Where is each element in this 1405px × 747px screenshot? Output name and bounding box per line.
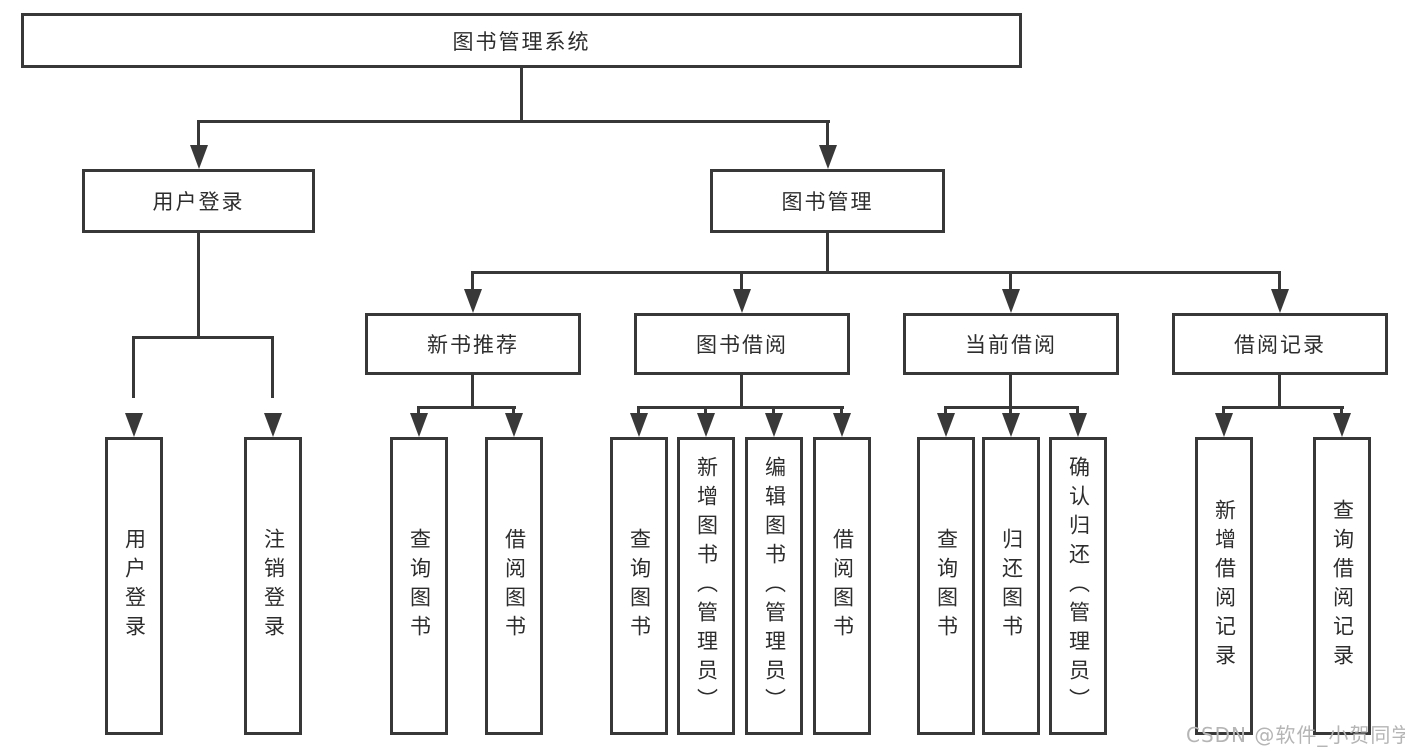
leaf-user-login: 用户登录 [105,437,163,735]
leaf-query-borrow-record: 查询借阅记录 [1313,437,1371,735]
connector-drop [1009,271,1012,295]
arrow-to-leaf [1002,413,1020,437]
leaf-label: 查询图书 [934,528,959,644]
connector-user-login-splitter [132,336,274,339]
connector-root-splitter [197,120,830,123]
connector-borrow-records-splitter [1222,406,1344,409]
connector-root-stem [520,66,523,122]
node-book-management: 图书管理 [710,169,945,233]
node-root-system: 图书管理系统 [21,13,1022,68]
leaf-label: 查询图书 [627,528,652,644]
leaf-confirm-return-admin: 确认归还（管理员） [1049,437,1107,735]
connector-book-borrow-splitter [637,406,844,409]
leaf-label: 注销登录 [261,528,286,644]
leaf-label: 借阅图书 [830,528,855,644]
connector-drop [471,271,474,295]
arrow-to-user-login [190,145,208,169]
arrow-to-leaf [833,413,851,437]
leaf-borrow-books-2: 借阅图书 [813,437,871,735]
node-label: 图书管理 [781,190,874,214]
leaf-edit-books-admin: 编辑图书（管理员） [745,437,803,735]
arrow-to-book-borrow [733,289,751,313]
csdn-watermark: CSDN @软件_小贺同学 [1186,723,1405,747]
connector-book-mgmt-stem [826,231,829,273]
arrow-to-book-mgmt [819,145,837,169]
leaf-label: 新增图书（管理员） [694,455,719,717]
node-current-borrow: 当前借阅 [903,313,1119,375]
node-label: 图书管理系统 [452,29,591,54]
arrow-to-new-book [464,289,482,313]
arrow-to-leaf [410,413,428,437]
node-label: 用户登录 [152,190,245,214]
connector-current-borrow-stem [1009,373,1012,409]
connector-drop [740,271,743,295]
leaf-add-borrow-record: 新增借阅记录 [1195,437,1253,735]
node-label: 借阅记录 [1234,333,1326,357]
connector-new-book-stem [471,373,474,409]
node-book-borrow: 图书借阅 [634,313,850,375]
leaf-label: 借阅图书 [502,528,527,644]
arrow-to-leaf [937,413,955,437]
connector-drop [271,336,274,398]
connector-new-book-splitter [417,406,516,409]
leaf-query-books-2: 查询图书 [610,437,668,735]
arrow-to-leaf [1215,413,1233,437]
leaf-label: 查询图书 [407,528,432,644]
arrow-to-leaf [1333,413,1351,437]
arrow-to-leaf [1069,413,1087,437]
leaf-label: 查询借阅记录 [1330,499,1355,673]
leaf-borrow-books-1: 借阅图书 [485,437,543,735]
connector-user-login-stem [197,231,200,338]
leaf-label: 确认归还（管理员） [1066,455,1091,717]
leaf-query-books-1: 查询图书 [390,437,448,735]
leaf-label: 用户登录 [122,528,147,644]
connector-borrow-records-stem [1278,373,1281,409]
node-borrow-records: 借阅记录 [1172,313,1388,375]
connector-book-mgmt-splitter [471,271,1281,274]
connector-drop [132,336,135,398]
arrow-to-borrow-records [1271,289,1289,313]
node-label: 图书借阅 [696,333,788,357]
arrow-to-leaf [697,413,715,437]
node-new-book-recommend: 新书推荐 [365,313,581,375]
arrow-to-current-borrow [1002,289,1020,313]
leaf-add-books-admin: 新增图书（管理员） [677,437,735,735]
leaf-label: 编辑图书（管理员） [762,455,787,717]
arrow-to-leaf [630,413,648,437]
leaf-label: 新增借阅记录 [1212,499,1237,673]
leaf-return-books: 归还图书 [982,437,1040,735]
node-label: 当前借阅 [965,333,1057,357]
leaf-label: 归还图书 [999,528,1024,644]
leaf-query-books-3: 查询图书 [917,437,975,735]
arrow-to-leaf [505,413,523,437]
leaf-logout: 注销登录 [244,437,302,735]
node-user-login: 用户登录 [82,169,315,233]
node-label: 新书推荐 [427,333,519,357]
arrow-to-leaf-logout [264,413,282,437]
connector-drop [1278,271,1281,295]
connector-book-borrow-stem [740,373,743,409]
arrow-to-leaf [765,413,783,437]
connector-book-mgmt-drop [826,120,829,148]
connector-user-login-drop [197,120,200,148]
arrow-to-leaf-login [125,413,143,437]
